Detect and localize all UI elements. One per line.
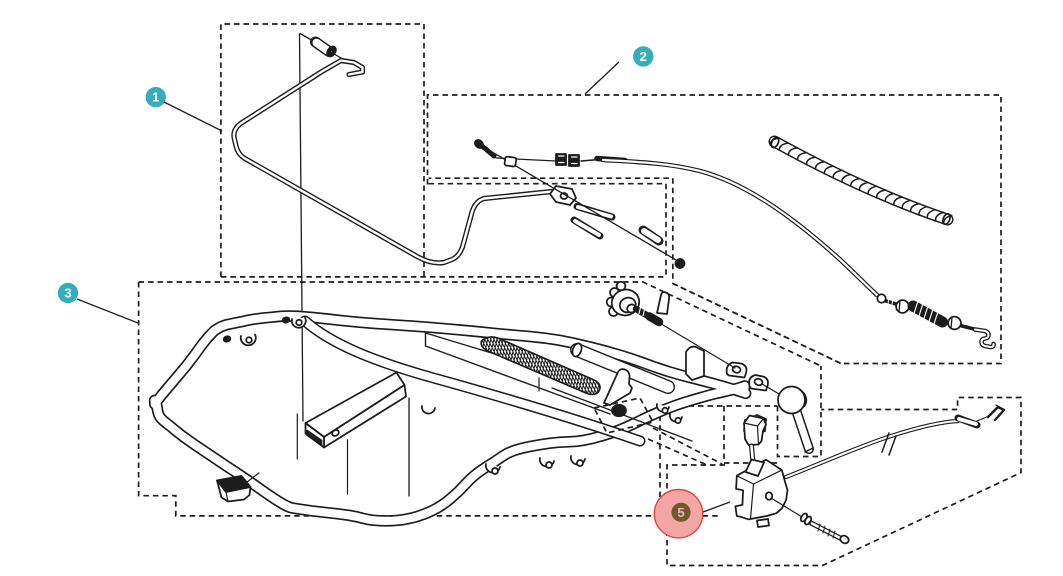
svg-text:5: 5 [677,505,684,520]
svg-text:3: 3 [64,286,71,301]
svg-text:2: 2 [640,49,647,64]
svg-text:1: 1 [152,90,159,105]
